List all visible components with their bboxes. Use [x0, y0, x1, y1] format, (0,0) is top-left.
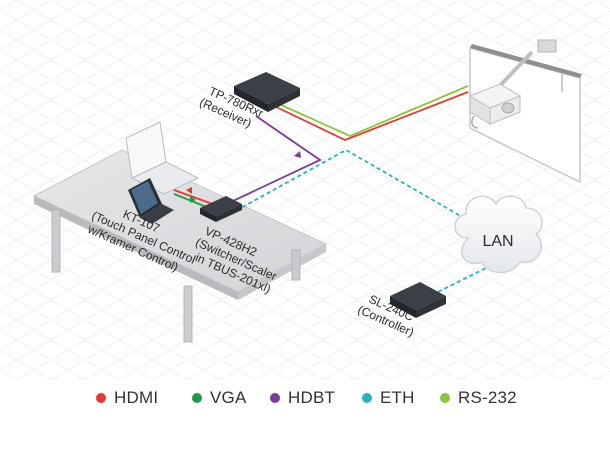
legend-item-hdmi: HDMI [96, 386, 158, 410]
legend-dot-icon [192, 393, 202, 403]
receiver-device [234, 72, 300, 112]
legend-label: ETH [380, 388, 415, 407]
projector-icon [468, 50, 534, 129]
legend-dot-icon [440, 393, 450, 403]
legend-item-rs232: RS-232 [440, 386, 517, 410]
cables [173, 85, 499, 297]
legend-dot-icon [362, 393, 372, 403]
legend-label: RS-232 [458, 388, 517, 407]
hdmi-cable [269, 91, 469, 141]
legend-label: HDMI [114, 388, 159, 407]
switcher-device [200, 196, 242, 222]
legend: HDMI VGA HDBT ETH RS-232 [0, 386, 610, 410]
lan-label: LAN [482, 233, 513, 250]
legend-dot-icon [270, 393, 280, 403]
legend-dot-icon [96, 393, 106, 403]
legend-label: VGA [210, 388, 247, 407]
hdbt-cable [217, 115, 322, 209]
legend-item-hdbt: HDBT [270, 386, 335, 410]
legend-item-eth: ETH [362, 386, 415, 410]
legend-item-vga: VGA [192, 386, 247, 410]
legend-label: HDBT [288, 388, 336, 407]
eth-cable-2 [429, 261, 499, 297]
cable-direction-markers [186, 151, 301, 203]
controller-device [390, 282, 446, 318]
lan-cloud [454, 195, 544, 274]
conference-table [32, 149, 328, 343]
eth-cable-1 [229, 148, 479, 227]
touch-panel-device [128, 178, 174, 224]
rs232-cable [269, 85, 469, 137]
